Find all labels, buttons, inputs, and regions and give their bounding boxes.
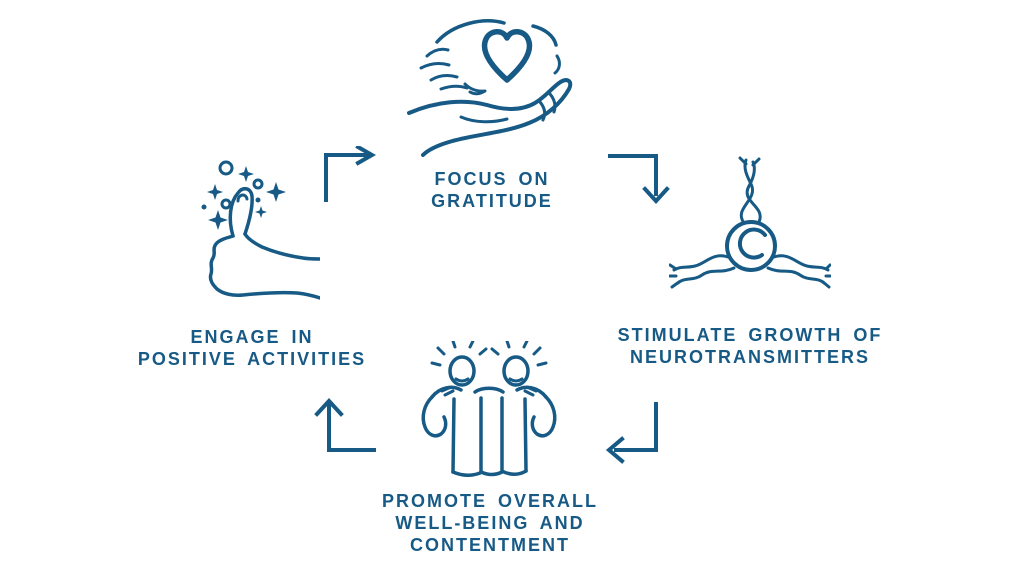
node-promote-wellbeing: PROMOTE OVERALL WELL-BEING AND CONTENTME…	[372, 341, 608, 556]
node-stimulate-growth: STIMULATE GROWTH OF NEUROTRANSMITTERS	[614, 156, 886, 368]
label-line: POSITIVE ACTIVITIES	[137, 349, 367, 369]
label-line: FOCUS ON	[434, 169, 550, 189]
hand-holding-heart-icon	[407, 19, 573, 157]
arrow-right-to-bottom-icon	[605, 402, 658, 464]
label-line: PROMOTE OVERALL	[381, 491, 598, 511]
arrow-bottom-to-left-icon	[314, 398, 376, 452]
arrow-top-to-right-icon	[608, 154, 670, 204]
label-line: GRATITUDE	[431, 191, 553, 211]
label-line: CONTENTMENT	[410, 535, 570, 555]
label-line: NEUROTRANSMITTERS	[630, 347, 870, 367]
label-line: WELL-BEING AND	[395, 513, 585, 533]
node-focus-on-gratitude: FOCUS ON GRATITUDE	[372, 12, 612, 212]
label-line: ENGAGE IN	[190, 327, 314, 347]
node-engage-positive: ENGAGE IN POSITIVE ACTIVITIES	[134, 154, 370, 370]
node-label-promote-wellbeing: PROMOTE OVERALL WELL-BEING AND CONTENTME…	[372, 490, 608, 556]
thumbs-up-sparkles-icon	[201, 160, 320, 300]
node-label-focus-on-gratitude: FOCUS ON GRATITUDE	[372, 168, 612, 212]
people-arm-in-arm-icon	[421, 341, 557, 477]
node-label-stimulate-growth: STIMULATE GROWTH OF NEUROTRANSMITTERS	[614, 324, 886, 368]
label-line: STIMULATE GROWTH OF	[617, 325, 883, 345]
node-label-engage-positive: ENGAGE IN POSITIVE ACTIVITIES	[134, 326, 370, 370]
arrow-left-to-top-icon	[324, 146, 377, 202]
neuron-icon	[669, 156, 831, 289]
